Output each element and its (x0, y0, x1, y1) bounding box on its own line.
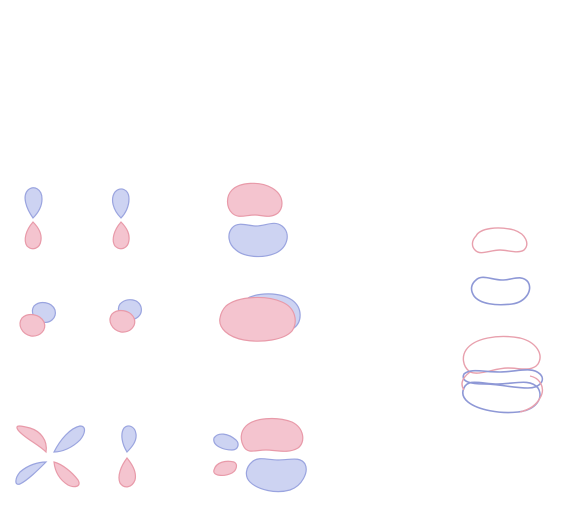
lobe-negative-small (213, 433, 239, 451)
lobe-negative (228, 222, 288, 258)
lobe-positive-lower-right (53, 461, 80, 488)
row-1-combination (226, 182, 288, 258)
level-lower-outline (470, 276, 531, 306)
row-2-orbital-a (19, 301, 56, 337)
combined-lower-positive (519, 375, 544, 413)
lobe-negative (24, 187, 43, 219)
lobe-negative (121, 425, 137, 453)
row-2-orbital-b (109, 299, 142, 333)
lobe-positive (109, 309, 136, 333)
energy-diagram (461, 227, 544, 414)
lobe-positive (219, 296, 296, 342)
level-split-combined (461, 335, 544, 414)
lobe-negative-upper-right (53, 425, 86, 453)
row-3-orbital-b (118, 425, 137, 488)
combined-left-positive-edge (461, 371, 471, 391)
lobe-positive-small (213, 460, 238, 476)
lobe-positive (24, 221, 42, 250)
combined-upper-positive (462, 335, 541, 374)
lobe-negative-lower-left (15, 461, 48, 485)
combined-lower-negative (462, 381, 541, 414)
lobe-positive (19, 313, 46, 337)
row-3-combination (213, 417, 307, 493)
lobe-positive-upper-left (16, 425, 47, 454)
row-2-combination (219, 293, 301, 342)
lobe-negative (111, 188, 130, 219)
lobe-positive-large (240, 417, 304, 452)
row-1-orbital-a (24, 187, 43, 250)
lobe-positive (226, 182, 283, 217)
lobe-positive (112, 221, 130, 250)
level-upper-outline (471, 227, 528, 254)
row-1-orbital-b (111, 188, 130, 250)
lobe-positive (118, 457, 137, 488)
lobe-negative-large (245, 458, 307, 493)
row-3-orbital-a (15, 425, 86, 488)
